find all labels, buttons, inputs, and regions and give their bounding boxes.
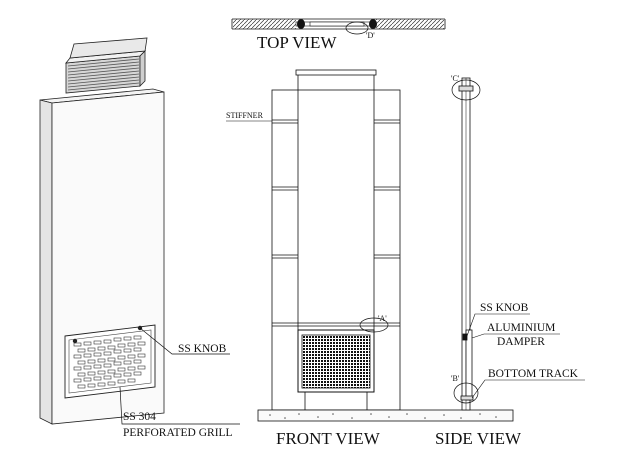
floor-slab	[257, 409, 514, 422]
side-view	[451, 77, 585, 411]
knob-icon	[72, 338, 78, 344]
label-ss-knob-side: SS KNOB	[480, 302, 529, 314]
label-perforated-grill: PERFORATED GRILL	[123, 427, 233, 439]
detail-circle-d	[345, 21, 369, 35]
front-view-title: FRONT VIEW	[276, 429, 381, 448]
detail-circle-c	[451, 79, 481, 101]
detail-mark-b: 'B'	[451, 374, 460, 383]
front-grill-mesh	[301, 334, 371, 389]
label-bottom-track: BOTTOM TRACK	[488, 368, 579, 380]
label-stiffner: STIFFNER	[226, 111, 264, 120]
front-view	[226, 69, 401, 411]
detail-circle-b	[453, 382, 479, 404]
label-ss-knob-iso: SS KNOB	[178, 343, 227, 355]
label-damper: DAMPER	[497, 336, 545, 348]
detail-mark-d: 'D'	[366, 31, 375, 40]
stiffners	[272, 119, 400, 327]
label-aluminium: ALUMINIUM	[487, 322, 555, 334]
detail-mark-a: 'A'	[378, 314, 387, 323]
iso-leaders	[119, 327, 240, 425]
side-view-title: SIDE VIEW	[435, 429, 522, 448]
iso-top-duct	[65, 37, 148, 94]
label-ss304: SS 304	[123, 411, 156, 423]
detail-mark-c: 'C'	[451, 74, 460, 83]
top-view-title: TOP VIEW	[257, 33, 337, 52]
top-view: 'D' TOP VIEW	[231, 18, 446, 52]
iso-perforated-grill	[64, 324, 156, 399]
detail-circle-a	[359, 317, 389, 333]
isometric-view: SS KNOB SS 304 PERFORATED GRILL	[39, 37, 240, 439]
